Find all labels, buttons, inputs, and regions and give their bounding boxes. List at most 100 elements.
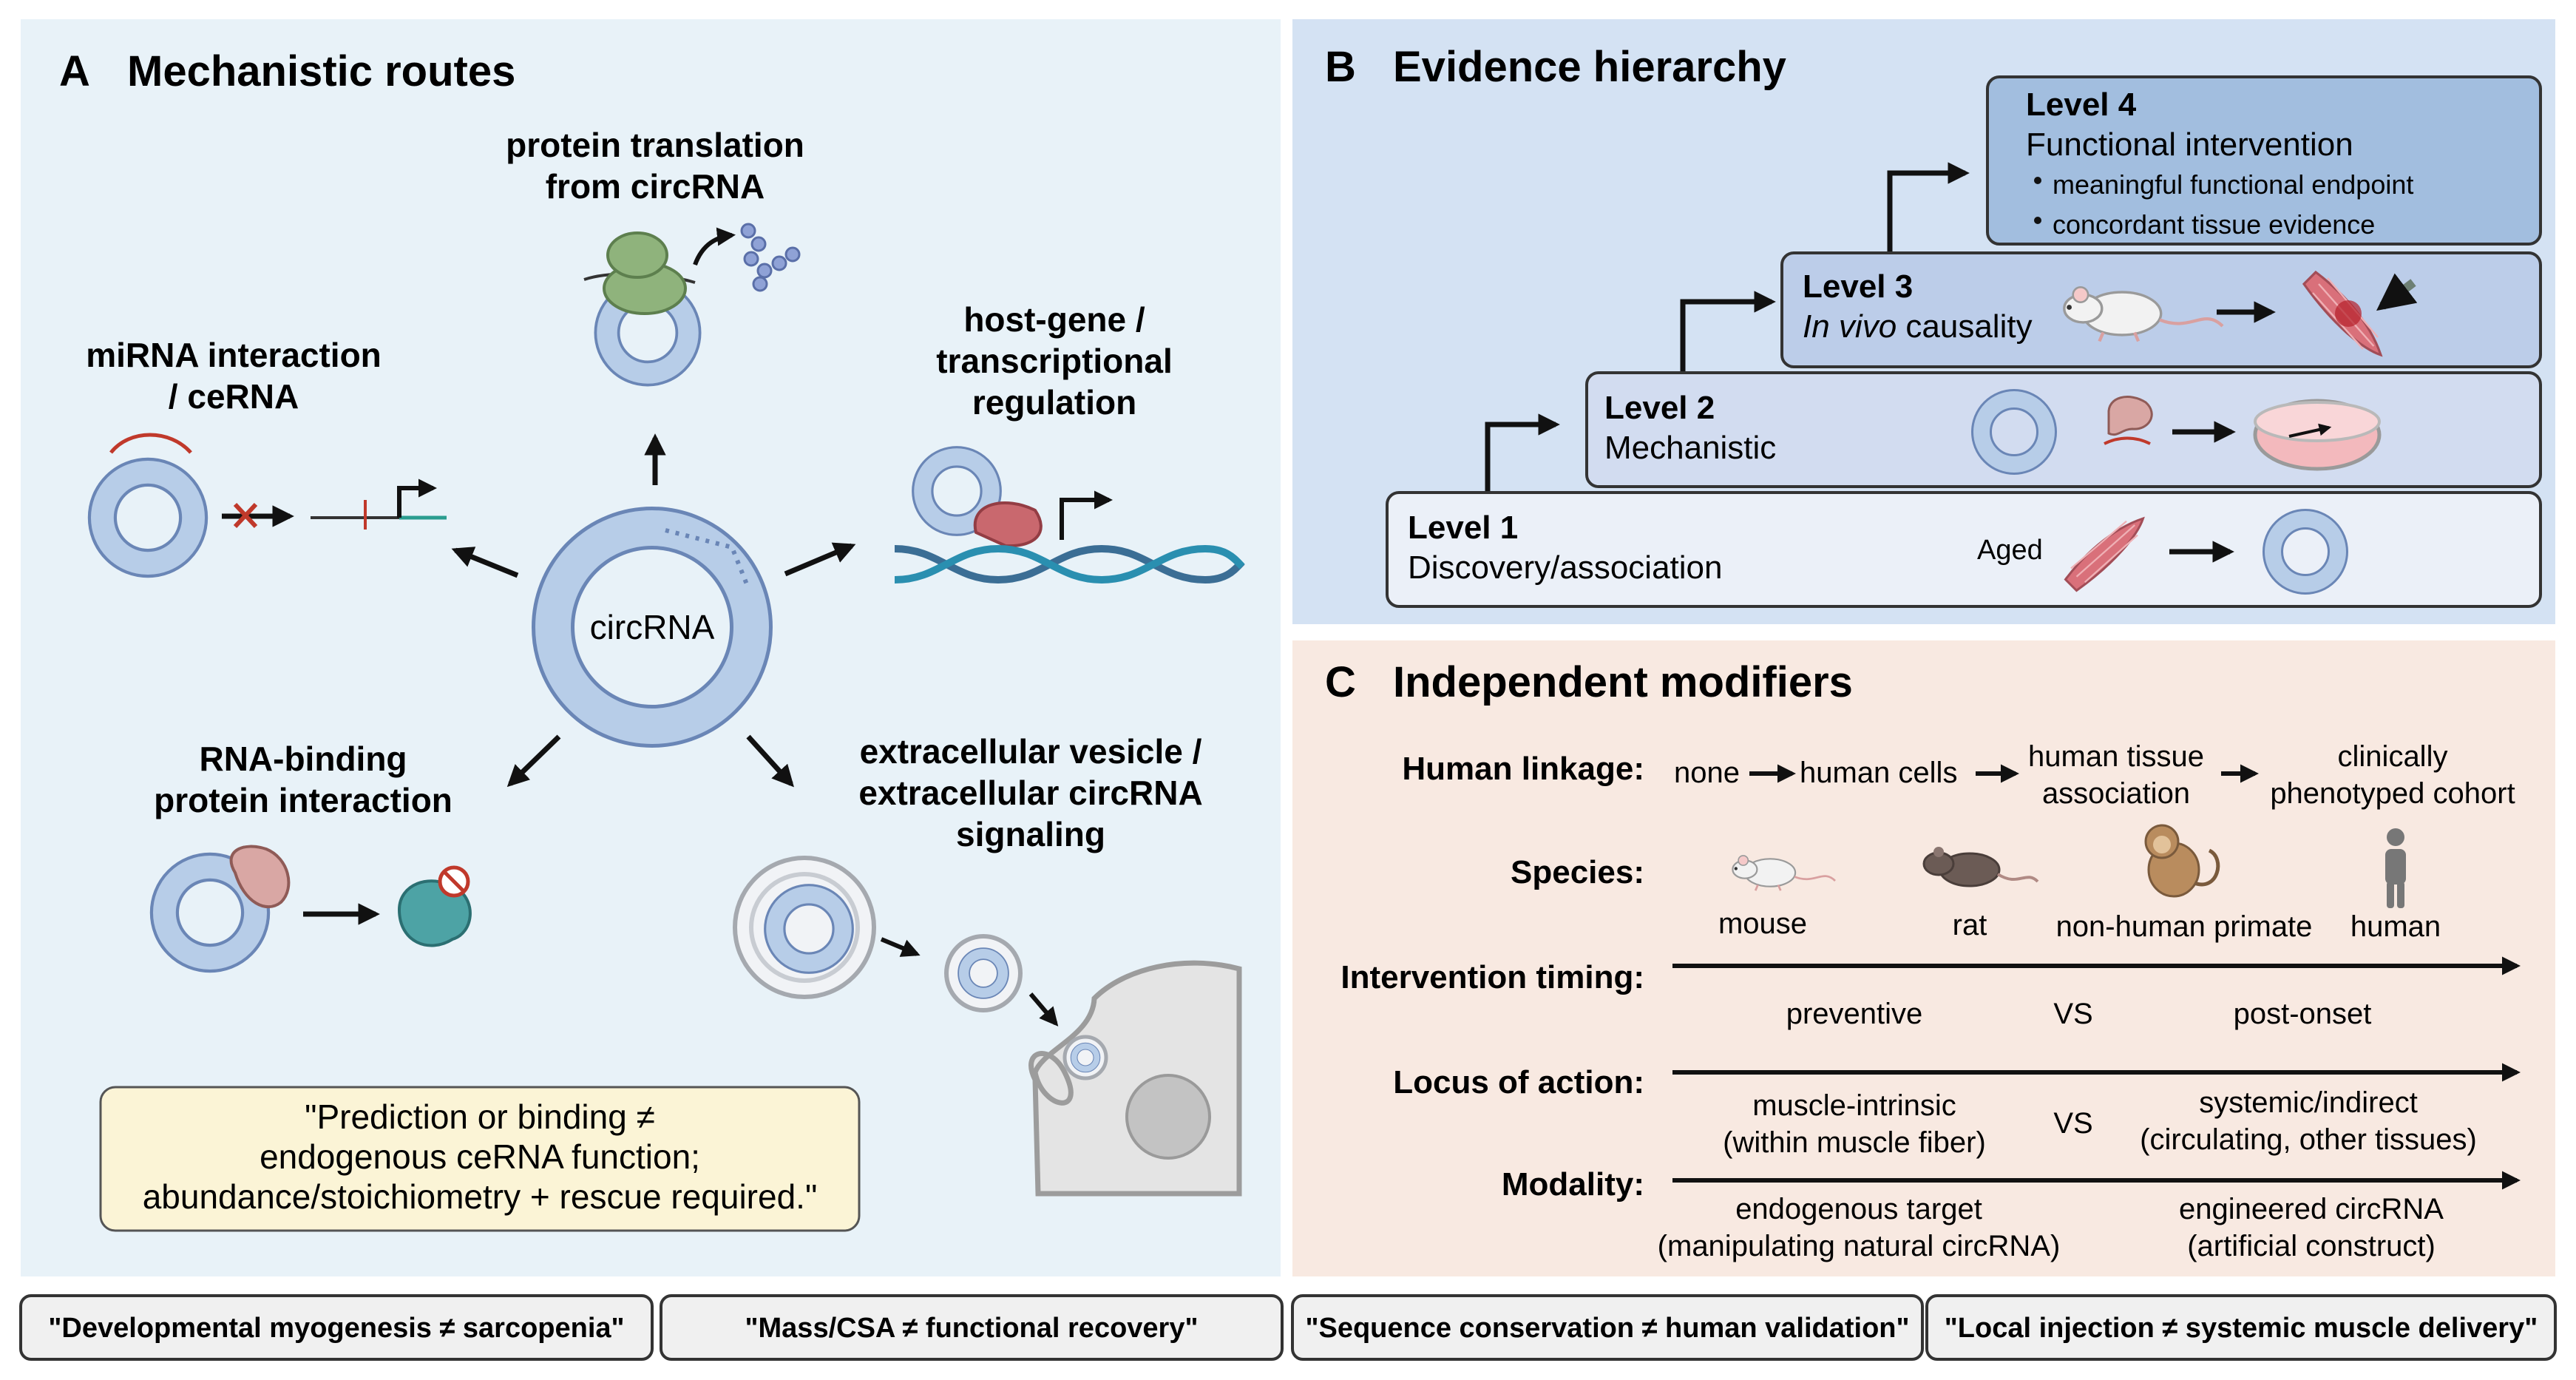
linkage-cohort-line2: phenotyped cohort — [2270, 777, 2515, 810]
mirna-strand-icon — [109, 433, 192, 454]
caveat-box-2 — [660, 1294, 1284, 1361]
species-primate-icon — [2144, 824, 2220, 898]
central-circrna-icon: circRNA — [532, 507, 773, 748]
transcription-start-arrow — [1060, 490, 1114, 540]
level-4-bullet1: meaningful functional endpoint — [2053, 169, 2413, 200]
modality-right-line2: (artificial construct) — [2187, 1230, 2436, 1262]
modality-left-line2: (manipulating natural circRNA) — [1658, 1230, 2061, 1262]
locus-left-line2: (within muscle fiber) — [1723, 1126, 1986, 1159]
arrow-to-ev — [746, 734, 794, 788]
caveat-line3: abundance/stoichiometry + rescue require… — [143, 1177, 818, 1216]
bullet-icon — [2034, 177, 2041, 184]
peptide-chain-icon — [740, 223, 801, 292]
species-rat: rat — [1953, 909, 1987, 941]
linkage-none: none — [1674, 757, 1740, 789]
caveat-box-2-text: "Mass/CSA ≠ functional recovery" — [745, 1313, 1199, 1344]
hostgene-label-line1: host-gene / — [963, 300, 1145, 339]
mrna-target-icon — [311, 478, 447, 530]
level-3-subtitle-italic: In vivo — [1803, 308, 1897, 345]
level-2-subtitle: Mechanistic — [1604, 430, 1776, 466]
panel-b-letter: B — [1325, 43, 1356, 91]
locus-left-line1: muscle-intrinsic — [1752, 1089, 1956, 1122]
level-3-subtitle-rest: causality — [1897, 308, 2032, 345]
species-primate: non-human primate — [2056, 910, 2313, 943]
panel-c-letter: C — [1325, 658, 1356, 706]
level-4-title: Level 4 — [2026, 87, 2137, 123]
panel-c: C Independent modifiers Human linkage: n… — [1292, 640, 2555, 1276]
step-arrow-3-to-4 — [1887, 162, 1970, 251]
mirna-label-line2: / ceRNA — [169, 377, 299, 416]
step-arrow-1-to-2 — [1485, 413, 1560, 491]
footer-caveats: "Developmental myogenesis ≠ sarcopenia" … — [19, 1294, 2557, 1361]
ev-label-line1: extracellular vesicle / — [860, 732, 1202, 771]
step-arrow-2-to-3 — [1680, 291, 1776, 373]
level-1-box — [1386, 491, 2542, 608]
ev-label-line3: signaling — [956, 815, 1105, 853]
panel-b-title: Evidence hierarchy — [1393, 43, 1786, 91]
timing-vs: VS — [2053, 998, 2092, 1030]
bullet-icon — [2034, 217, 2041, 224]
caveat-box-4-text: "Local injection ≠ systemic muscle deliv… — [1945, 1313, 2538, 1344]
rbp-label-line1: RNA-binding — [199, 740, 407, 778]
panel-b: B Evidence hierarchy Level 4 Functional … — [1292, 19, 2555, 624]
caveat-box-3-text: "Sequence conservation ≠ human validatio… — [1305, 1313, 1909, 1344]
locus-label: Locus of action: — [1393, 1064, 1644, 1100]
mirna-label-line1: miRNA interaction — [86, 336, 382, 374]
arrow-to-rbp — [506, 734, 561, 788]
level-3-subtitle: In vivo causality — [1803, 308, 2033, 345]
ribosome-icon — [583, 231, 696, 315]
caveat-box-1-text: "Developmental myogenesis ≠ sarcopenia" — [48, 1313, 624, 1344]
nucleus-icon — [1125, 1074, 1211, 1160]
translation-label-line1: protein translation — [506, 126, 804, 164]
linkage-tissue-line1: human tissue — [2028, 740, 2204, 773]
vesicle-arrow-2 — [1028, 992, 1059, 1026]
panel-c-background — [1292, 640, 2555, 1276]
level-2-mirna-icon — [2104, 436, 2151, 445]
panel-a-title: Mechanistic routes — [127, 47, 515, 95]
locus-vs: VS — [2053, 1107, 2092, 1140]
rna-binding-protein-icon — [229, 845, 291, 909]
linkage-human-cells: human cells — [1800, 757, 1957, 789]
locus-right-line2: (circulating, other tissues) — [2140, 1123, 2477, 1156]
inhibit-icon — [438, 865, 470, 898]
panel-a: A Mechanistic routes circRNA protein tra… — [21, 19, 1281, 1276]
translation-label-line2: from circRNA — [546, 167, 765, 206]
modality-right-line1: engineered circRNA — [2179, 1193, 2444, 1225]
caveat-box-3 — [1291, 1294, 1924, 1361]
human-linkage-label: Human linkage: — [1402, 751, 1644, 787]
level-3-title: Level 3 — [1803, 268, 1913, 305]
level-1-title: Level 1 — [1408, 510, 1518, 546]
cerna-caveat-box — [99, 1086, 861, 1232]
vesicle-arrow-1 — [880, 937, 921, 957]
locus-right-line1: systemic/indirect — [2199, 1086, 2418, 1119]
level-1-aged-label: Aged — [1977, 535, 2043, 566]
caveat-line2: endogenous ceRNA function; — [260, 1137, 700, 1176]
caveat-line1: "Prediction or binding ≠ — [305, 1097, 655, 1136]
translation-arrow — [693, 227, 736, 266]
hostgene-label-line3: regulation — [972, 383, 1136, 422]
caveat-box-4 — [1925, 1294, 2557, 1361]
timing-label: Intervention timing: — [1340, 959, 1644, 995]
rbp-label-line2: protein interaction — [154, 781, 453, 819]
panel-c-title: Independent modifiers — [1393, 658, 1853, 706]
timing-post-onset: post-onset — [2234, 998, 2372, 1030]
modality-left-line1: endogenous target — [1735, 1193, 1982, 1225]
linkage-cohort-line1: clinically — [2338, 740, 2448, 773]
timing-preventive: preventive — [1786, 998, 1923, 1030]
block-x-icon — [233, 502, 258, 529]
dna-helix-icon — [894, 544, 1245, 584]
species-mouse: mouse — [1718, 907, 1807, 940]
cell-culture-dish-icon — [2253, 399, 2382, 471]
arrow-to-hostgene — [784, 542, 856, 577]
hostgene-label-line2: transcriptional — [936, 342, 1173, 380]
linkage-tissue-line2: association — [2042, 777, 2190, 810]
vesicle-large-icon — [733, 856, 876, 999]
level-4-subtitle: Functional intervention — [2026, 126, 2353, 163]
vesicle-uptake-icon — [1062, 1035, 1108, 1080]
injury-spot-icon — [2335, 300, 2362, 327]
level-4-bullet2: concordant tissue evidence — [2053, 209, 2375, 240]
species-human-icon — [2385, 828, 2406, 908]
ev-label-line2: extracellular circRNA — [858, 774, 1202, 812]
species-human: human — [2350, 910, 2441, 943]
